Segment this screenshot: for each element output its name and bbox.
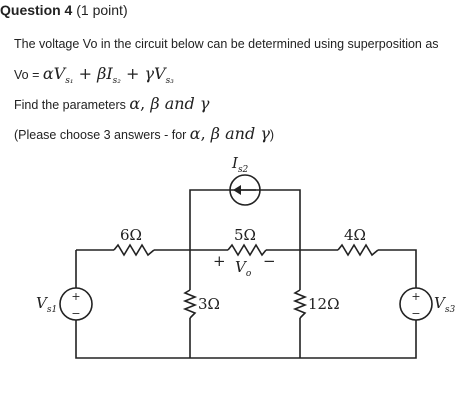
resistor-3ohm (182, 289, 198, 319)
vs1-plus: + (71, 290, 80, 303)
voltage-source-right (399, 287, 433, 321)
find-text: Find the parameters (14, 98, 130, 112)
comma: , (200, 124, 206, 143)
r12-label: 12Ω (308, 295, 340, 313)
s2-subscript: s₂ (112, 76, 121, 87)
choose-params: α, β and γ (190, 124, 270, 143)
find-line: Find the parameters α, β and γ (14, 94, 209, 113)
s1-subscript: s₁ (65, 76, 74, 87)
current-source (229, 174, 261, 206)
vo-minus: − (263, 252, 276, 270)
equation: αVs₁ + βIs₂ + γVs₃ (42, 64, 174, 87)
and-word: and (164, 94, 195, 113)
question-points: (1 point) (76, 2, 128, 18)
choose-text: (Please choose 3 answers - for (14, 128, 190, 142)
vs3-minus: − (411, 307, 420, 320)
gamma-symbol: γ (144, 64, 155, 83)
i-symbol: I (106, 64, 113, 83)
prompt-line: The voltage Vo in the circuit below can … (14, 37, 439, 51)
plus-sign: + (78, 64, 92, 83)
is2-label: Is2 (231, 154, 249, 175)
vs3-label: Vs3 (434, 294, 455, 315)
gamma-symbol: γ (199, 94, 210, 113)
vo-label: Vo (235, 258, 252, 279)
close-paren: ) (269, 128, 275, 142)
r6-label: 6Ω (120, 226, 142, 244)
and-word: and (225, 124, 256, 143)
beta-symbol: β (150, 94, 160, 113)
question-header: Question 4 (1 point) (0, 2, 128, 18)
alpha-symbol: α (129, 94, 141, 113)
vo-plus: + (213, 252, 226, 270)
vs1-minus: − (71, 307, 80, 320)
find-params: α, β and γ (129, 94, 209, 113)
r5-label: 5Ω (234, 226, 256, 244)
beta-symbol: β (210, 124, 221, 143)
resistor-6ohm (113, 243, 155, 257)
equation-line: Vo = αVs₁ + βIs₂ + γVs₃ (14, 64, 174, 86)
alpha-symbol: α (189, 124, 201, 143)
equation-lhs: Vo = (14, 68, 43, 82)
s3-subscript: s₃ (165, 76, 174, 87)
vs1-label: Vs1 (36, 294, 57, 315)
resistor-5ohm (227, 243, 267, 257)
v-symbol: V (53, 64, 66, 83)
question-title: Question 4 (0, 2, 73, 18)
resistor-12ohm (292, 289, 308, 319)
current-arrow-head (233, 185, 241, 195)
r3-label: 3Ω (198, 295, 220, 313)
resistor-4ohm (337, 243, 379, 257)
wire-outer (75, 189, 417, 359)
gamma-symbol: γ (260, 124, 270, 143)
vs3-plus: + (411, 290, 420, 303)
choose-line: (Please choose 3 answers - for α, β and … (14, 124, 274, 143)
voltage-source-left (59, 287, 93, 321)
v-symbol: V (154, 64, 166, 83)
plus-sign: + (125, 64, 140, 83)
comma: , (140, 94, 146, 113)
alpha-symbol: α (42, 64, 54, 83)
beta-symbol: β (97, 64, 107, 83)
r4-label: 4Ω (344, 226, 366, 244)
